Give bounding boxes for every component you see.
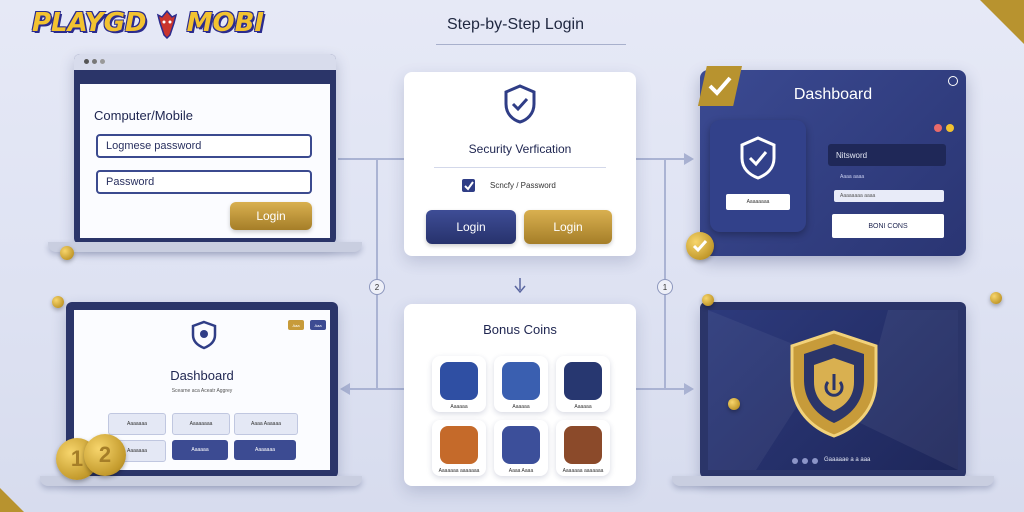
arrow-right-icon <box>684 153 694 165</box>
gold-corner-bottom-left <box>0 488 24 512</box>
username-field[interactable]: Logmese password <box>96 134 312 158</box>
laptop-login: Computer/Mobile Logmese password Passwor… <box>74 54 336 244</box>
coin-icon <box>60 246 74 260</box>
laptop-shield: Gaaaaae a a aaa <box>700 302 966 478</box>
step-number: 1 <box>657 279 673 295</box>
connector-line <box>338 158 404 160</box>
app-tile[interactable]: Aaaaaa <box>494 356 548 412</box>
login-button-secondary[interactable]: Login <box>524 210 612 244</box>
arrow-left-icon <box>340 383 350 395</box>
bonus-coins-button[interactable]: BONI CONS <box>832 214 944 238</box>
footer-text: Gaaaaae a a aaa <box>824 457 871 463</box>
checkbox-label: Scncfy / Password <box>490 181 556 190</box>
title-underline <box>436 44 626 45</box>
arrow-right-icon <box>684 383 694 395</box>
app-tile[interactable]: Aaaaaaa aaaaaaa <box>432 420 486 476</box>
dashboard-subtitle: Scearne aca Aceatr Aggrey <box>171 388 233 394</box>
field-label: Aaaa aaaa <box>840 174 865 180</box>
verify-checkbox[interactable] <box>462 179 475 192</box>
game-icon <box>564 426 602 464</box>
dashboard-heading: Dashboard <box>170 368 234 383</box>
dashboard-tile[interactable]: Aaaaaaa <box>108 413 166 435</box>
app-tile[interactable]: Aaaa Aaaa <box>494 420 548 476</box>
dashboard-heading: Dashboard <box>793 86 873 103</box>
top-button[interactable]: Aaa <box>310 320 326 330</box>
bonus-card: Bonus Coins Aaaaaa Aaaaaa Aaaaaa Aaaaaaa… <box>404 304 636 486</box>
game-icon <box>502 426 540 464</box>
game-icon <box>440 362 478 400</box>
connector-line <box>636 388 692 390</box>
top-button[interactable]: Aaa <box>288 320 304 330</box>
step-number: 2 <box>369 279 385 295</box>
dark-dashboard: Dashboard Aaaaaaaa Nitsword Aaaa aaaa Aa… <box>700 70 966 256</box>
login-heading: Computer/Mobile <box>94 108 193 123</box>
dashboard-field[interactable]: Nitsword <box>828 144 946 166</box>
shield-icon <box>191 320 217 350</box>
coin-icon: 2 <box>84 434 126 476</box>
game-icon <box>440 426 478 464</box>
game-icon <box>564 362 602 400</box>
dashboard-input[interactable]: Aaaaaaaa aaaa <box>834 190 944 202</box>
gold-corner-top-right <box>980 0 1024 44</box>
brand-logo: PLAYGD MOBI <box>32 8 264 39</box>
down-arrow-icon <box>514 278 526 294</box>
shield-panel: Aaaaaaaa <box>710 120 806 232</box>
divider <box>434 167 606 168</box>
check-icon <box>708 76 732 96</box>
mascot-icon <box>156 9 177 39</box>
coin-icon <box>728 398 740 410</box>
security-shield-icon <box>790 330 878 438</box>
page-title: Step-by-Step Login <box>447 16 584 33</box>
game-icon <box>502 362 540 400</box>
logo-text-right: MOBI <box>186 8 265 38</box>
connector-line <box>376 158 378 390</box>
close-icon[interactable] <box>948 76 958 86</box>
laptop-base <box>40 476 362 486</box>
browser-bar <box>74 54 336 70</box>
shield-check-icon <box>740 136 776 180</box>
coin-check-icon <box>686 232 714 260</box>
password-field[interactable]: Password <box>96 170 312 194</box>
connector-line <box>664 158 666 390</box>
connector-line <box>346 388 404 390</box>
status-dot <box>946 124 954 132</box>
app-tile[interactable]: Aaaaaaa aaaaaaa <box>556 420 610 476</box>
dashboard-tile[interactable]: Aaaaaaa <box>234 440 296 460</box>
coin-icon <box>990 292 1002 304</box>
dashboard-tile[interactable]: Aaaaaaaa <box>172 413 230 435</box>
coin-icon <box>52 296 64 308</box>
dashboard-tile[interactable]: Aaaa Aaaaaa <box>234 413 298 435</box>
check-icon <box>464 181 474 191</box>
bonus-heading: Bonus Coins <box>483 322 557 337</box>
laptop-base <box>672 476 994 486</box>
shield-check-icon <box>504 84 536 124</box>
security-heading: Security Verfication <box>468 142 572 156</box>
app-tile[interactable]: Aaaaaa <box>432 356 486 412</box>
laptop-base <box>48 242 362 252</box>
panel-button[interactable]: Aaaaaaaa <box>726 194 790 210</box>
security-card: Security Verfication Scncfy / Password L… <box>404 72 636 256</box>
status-dot <box>934 124 942 132</box>
coin-icon <box>702 294 714 306</box>
app-tile[interactable]: Aaaaaa <box>556 356 610 412</box>
logo-text-left: PLAYGD <box>32 8 147 38</box>
login-button-primary[interactable]: Login <box>426 210 516 244</box>
dashboard-tile[interactable]: Aaaaaa <box>172 440 228 460</box>
login-button[interactable]: Login <box>230 202 312 230</box>
